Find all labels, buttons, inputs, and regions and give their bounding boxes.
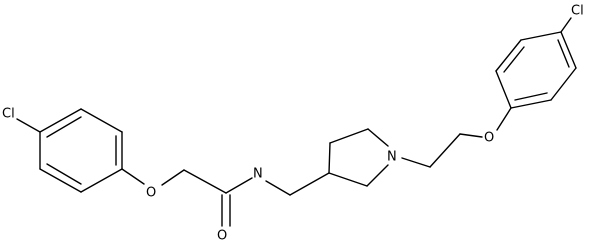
double-bond-inner xyxy=(46,116,82,138)
bond-o-ch2 xyxy=(161,169,185,186)
bond-c-cl-right xyxy=(560,17,572,33)
bond-c-o-left xyxy=(121,168,145,185)
double-bond-inner xyxy=(46,163,82,185)
bond-n-ch2-chain xyxy=(401,157,431,168)
double-bond-inner xyxy=(514,92,548,101)
atom-o-carbonyl: O xyxy=(217,229,227,244)
atom-o-ether-left: O xyxy=(146,186,156,201)
bond-c-cl-left xyxy=(16,118,41,133)
double-bond-inner xyxy=(503,46,525,73)
atom-n-ring: N xyxy=(387,150,397,165)
bond-ch2-ring xyxy=(289,172,330,196)
bond xyxy=(367,128,389,147)
atom-cl-right: Cl xyxy=(571,4,584,19)
bond xyxy=(560,31,577,69)
pyrrolidine-ring xyxy=(328,128,389,187)
bond-ch2-o-right xyxy=(459,133,483,138)
double-bond-inner xyxy=(557,39,570,68)
bond-n-ch2 xyxy=(265,180,291,196)
bond-o-ring-right xyxy=(496,107,512,131)
bond xyxy=(495,39,522,72)
right-benzene-ring xyxy=(495,31,577,109)
bond xyxy=(39,168,82,193)
bond xyxy=(39,108,82,133)
atom-cl-left: Cl xyxy=(2,107,15,122)
bond-ch2-ch2 xyxy=(429,133,461,168)
bond xyxy=(510,99,552,109)
bond-carbonyl-n xyxy=(225,177,253,194)
bond xyxy=(80,168,123,193)
bond-ch2-carbonyl xyxy=(183,169,227,194)
bond xyxy=(329,128,369,144)
bond xyxy=(328,172,368,187)
atom-n-amide: N xyxy=(253,167,263,182)
bond xyxy=(495,70,512,109)
bond xyxy=(520,31,562,41)
atom-o-ether-right: O xyxy=(484,131,494,146)
bond xyxy=(550,67,577,101)
bond xyxy=(366,164,389,187)
bond xyxy=(80,108,123,133)
left-benzene-ring xyxy=(39,108,123,193)
bond xyxy=(328,142,331,174)
